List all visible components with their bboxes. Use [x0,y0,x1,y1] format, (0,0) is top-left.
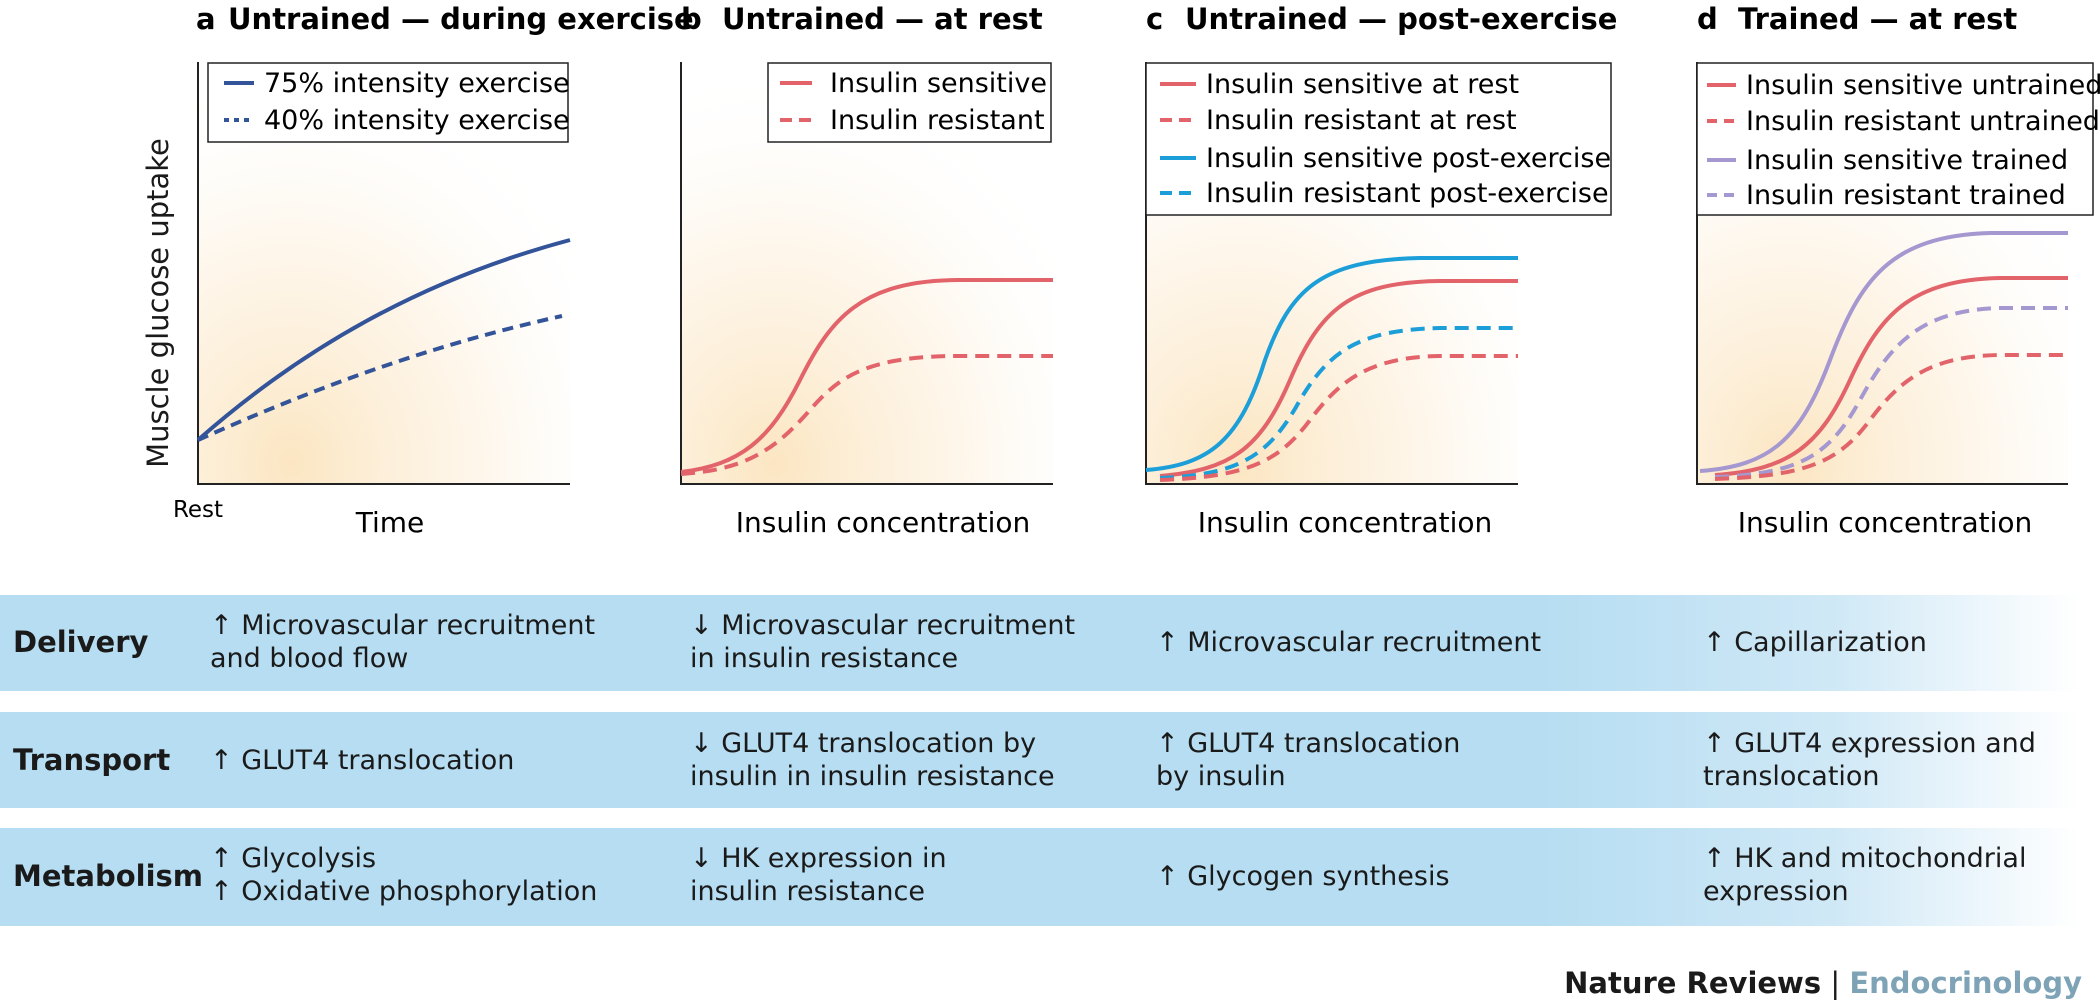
panel-b-legend-label-1: Insulin sensitive [830,68,1047,99]
cell-delivery-exercise: ↑ Microvascular recruitment and blood fl… [210,609,595,675]
cell-metabolism-trained: ↑ HK and mitochondrial expression [1703,842,2026,908]
panel-c-curve-resistant-at-rest [1159,354,1518,482]
band-delivery: Delivery ↑ Microvascular recruitment and… [0,595,2080,691]
cell-line: ↑ Microvascular recruitment [1156,627,1542,658]
cell-transport-exercise: ↑ GLUT4 translocation [210,744,514,777]
cell-transport-post-exercise: ↑ GLUT4 translocation by insulin [1156,727,1460,793]
panel-d-legend-label-4: Insulin resistant trained [1746,180,2066,211]
cell-line: ↓ GLUT4 translocation by [690,728,1037,759]
panel-b-title: Untrained — at rest [722,2,1043,36]
cell-line: ↓ Microvascular recruitment [690,610,1076,641]
row-label-delivery: Delivery [13,625,149,659]
cell-line: expression [1703,876,1849,907]
cell-line: by insulin [1156,761,1286,792]
panel-c-legend-label-2: Insulin resistant at rest [1206,105,1517,136]
panel-b-legend-label-2: Insulin resistant [830,105,1045,136]
cell-line: in insulin resistance [690,643,959,674]
cell-line: ↑ GLUT4 translocation [1156,728,1461,759]
panel-a-title: Untrained — during exercise [228,2,694,36]
panel-b: b Untrained — at rest Insulin concentrat… [680,2,1053,539]
panel-d-legend-label-3: Insulin sensitive trained [1746,145,2068,176]
panel-d-x-axis-label: Insulin concentration [1738,506,2032,539]
cell-line: translocation [1703,761,1880,792]
cell-line: ↑ Glycolysis [210,843,377,874]
panel-b-x-axis-label: Insulin concentration [736,506,1030,539]
footer-journal: Endocrinology [1849,966,2082,1000]
cell-metabolism-exercise: ↑ Glycolysis ↑ Oxidative phosphorylation [210,842,597,908]
row-label-transport: Transport [13,743,171,777]
figure-plots: Muscle glucose uptake a Untrained — duri… [141,2,2100,539]
footer-credit: Nature Reviews | Endocrinology [1564,966,2082,1000]
cell-transport-rest: ↓ GLUT4 translocation by insulin in insu… [690,727,1055,793]
panel-c-legend-box [1145,62,1612,216]
cell-line: ↑ Oxidative phosphorylation [210,876,598,907]
cell-line: ↑ GLUT4 expression and [1703,728,2036,759]
panel-c-legend-label-4: Insulin resistant post-exercise [1206,178,1609,209]
panel-d-legend-label-1: Insulin sensitive untrained [1746,70,2100,101]
cell-line: ↑ HK and mitochondrial [1703,843,2027,874]
cell-delivery-trained: ↑ Capillarization [1703,626,1927,659]
panel-c-curve-sensitive-at-rest [1159,279,1518,478]
panel-d-curve-sensitive-trained [1699,231,2068,473]
band-transport: Transport ↑ GLUT4 translocation ↓ GLUT4 … [0,712,2080,808]
row-label-metabolism: Metabolism [13,859,204,893]
panel-a-legend-box [207,62,569,143]
footer-separator: | [1830,966,1841,1000]
band-metabolism: Metabolism ↑ Glycolysis ↑ Oxidative phos… [0,828,2080,926]
panel-a-curve-40-intensity [197,314,563,442]
cell-transport-trained: ↑ GLUT4 expression and translocation [1703,727,2036,793]
cell-line: and blood flow [210,643,409,674]
panel-c-curve-sensitive-post-exercise [1145,256,1518,472]
panel-d: d Trained — at rest Insulin concentratio… [1696,2,2100,539]
y-axis-label: Muscle glucose uptake [141,138,175,468]
panel-d-curve-resistant-untrained [1714,353,2068,481]
panel-c: c Untrained — post-exercise Insulin conc… [1145,2,1617,539]
panel-d-curve-sensitive-untrained [1714,276,2068,477]
panel-a-x-tick-rest: Rest [173,497,223,523]
panel-a: a Untrained — during exercise Rest Time … [173,2,694,539]
panel-a-x-axis-label: Time [355,506,425,539]
panel-b-curve-insulin-sensitive [680,278,1053,474]
cell-line: ↑ Capillarization [1703,627,1927,658]
panel-b-letter: b [681,2,702,36]
cell-delivery-rest: ↓ Microvascular recruitment in insulin r… [690,609,1075,675]
cell-line: insulin resistance [690,876,925,907]
panel-a-legend-label-1: 75% intensity exercise [264,68,570,99]
cell-delivery-post-exercise: ↑ Microvascular recruitment [1156,626,1541,659]
panel-c-x-axis-label: Insulin concentration [1198,506,1492,539]
panel-d-letter: d [1697,2,1718,36]
panel-c-letter: c [1146,2,1163,36]
panel-c-title: Untrained — post-exercise [1185,2,1617,36]
panel-c-legend-label-3: Insulin sensitive post-exercise [1206,143,1611,174]
cell-line: ↑ Microvascular recruitment [210,610,596,641]
panel-d-curve-resistant-trained [1714,306,2068,479]
panel-d-legend-label-2: Insulin resistant untrained [1746,106,2100,137]
panel-d-legend-box [1696,62,2094,216]
cell-line: ↓ HK expression in [690,843,947,874]
cell-line: ↑ Glycogen synthesis [1156,861,1450,892]
panel-b-legend-box [767,62,1052,143]
footer-brand: Nature Reviews [1564,966,1822,1000]
panel-a-legend-label-2: 40% intensity exercise [264,105,570,136]
panel-b-curve-insulin-resistant [680,354,1053,476]
panel-d-title: Trained — at rest [1738,2,2017,36]
cell-line: ↑ GLUT4 translocation [210,745,515,776]
panel-a-curve-75-intensity [196,238,571,442]
cell-metabolism-rest: ↓ HK expression in insulin resistance [690,842,947,908]
panel-a-letter: a [196,2,216,36]
cell-line: insulin in insulin resistance [690,761,1055,792]
cell-metabolism-post-exercise: ↑ Glycogen synthesis [1156,860,1450,893]
panel-c-legend-label-1: Insulin sensitive at rest [1206,69,1519,100]
